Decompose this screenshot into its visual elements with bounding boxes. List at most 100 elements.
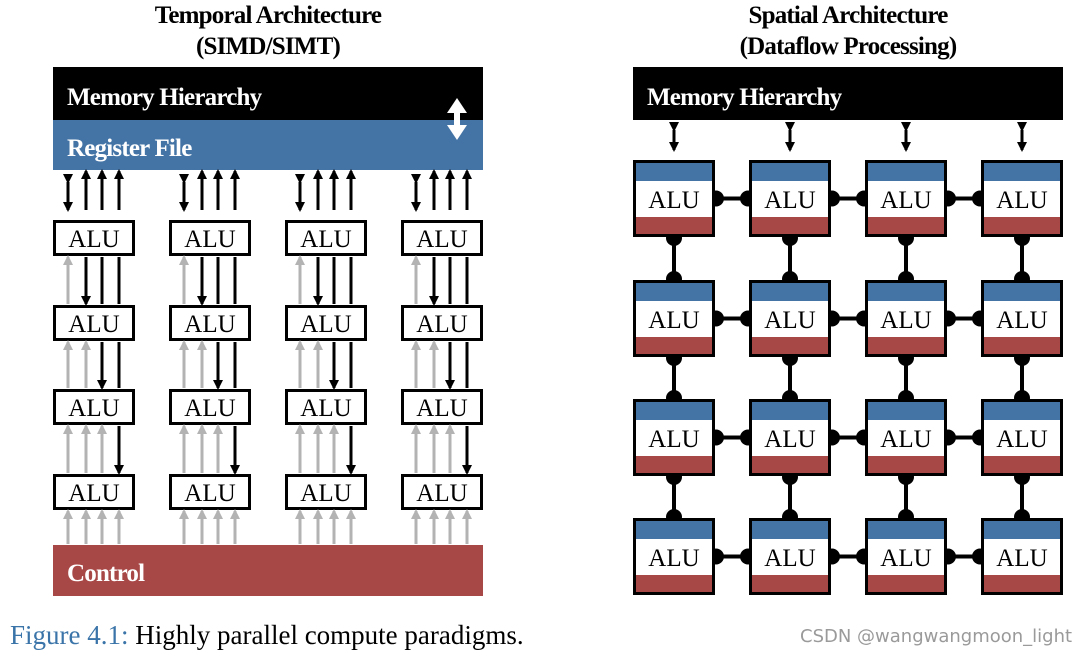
alu-label: ALU	[764, 545, 815, 572]
alu-label: ALU	[184, 311, 235, 338]
alu-label: ALU	[416, 311, 467, 338]
alu-label: ALU	[648, 307, 699, 334]
alu-label: ALU	[300, 311, 351, 338]
spatial-pe: ALU	[865, 518, 947, 595]
memory-register-transfer-arrow	[447, 98, 467, 140]
temporal-title-line1: Temporal Architecture	[154, 2, 382, 29]
spatial-memory-hierarchy-label: Memory Hierarchy	[647, 84, 843, 111]
alu-label: ALU	[764, 426, 815, 453]
temporal-alu: ALU	[285, 305, 367, 341]
spatial-pe-array: ALU ALU ALU ALU ALU ALU ALU ALU ALU ALU ALU ALU ALU A…	[633, 122, 1063, 595]
pe-horizontal-link	[940, 190, 988, 207]
pe-horizontal-link	[940, 310, 988, 327]
alu-label: ALU	[880, 426, 931, 453]
register-file-bar	[53, 120, 483, 170]
pe-vertical-link	[1014, 469, 1030, 525]
temporal-alu: ALU	[401, 474, 483, 510]
temporal-title-line2: (SIMD/SIMT)	[196, 33, 341, 60]
figure-caption: Figure 4.1: Highly parallel compute para…	[10, 620, 524, 651]
figure-label: Figure 4.1:	[10, 620, 129, 650]
pe-vertical-link	[782, 230, 798, 287]
temporal-alu: ALU	[401, 389, 483, 425]
alu-label: ALU	[996, 426, 1047, 453]
spatial-memory-hierarchy-bar	[633, 67, 1063, 120]
temporal-alu: ALU	[401, 305, 483, 341]
pe-horizontal-link	[824, 548, 872, 565]
pe-vertical-link	[1014, 230, 1030, 287]
pe-vertical-link	[666, 350, 682, 406]
temporal-alu: ALU	[53, 220, 135, 256]
alu-label: ALU	[880, 187, 931, 214]
temporal-alu: ALU	[285, 474, 367, 510]
pe-vertical-link	[666, 230, 682, 287]
pe-vertical-link	[782, 469, 798, 525]
alu-label: ALU	[300, 395, 351, 422]
temporal-alu: ALU	[53, 305, 135, 341]
pe-horizontal-link	[824, 429, 872, 446]
temporal-title: Temporal Architecture (SIMD/SIMT)	[53, 0, 483, 62]
spatial-pe: ALU	[749, 399, 831, 476]
alu-label: ALU	[184, 226, 235, 253]
temporal-column: ALU ALU ALU ALU	[53, 169, 135, 544]
temporal-alu: ALU	[169, 305, 251, 341]
alu-label: ALU	[68, 480, 119, 507]
spatial-title-line1: Spatial Architecture	[748, 2, 948, 29]
alu-label: ALU	[996, 545, 1047, 572]
alu-label: ALU	[68, 395, 119, 422]
alu-label: ALU	[764, 187, 815, 214]
pe-horizontal-link	[940, 429, 988, 446]
alu-label: ALU	[996, 307, 1047, 334]
alu-label: ALU	[68, 311, 119, 338]
register-file-label: Register File	[67, 135, 192, 162]
spatial-title-line2: (Dataflow Processing)	[739, 33, 958, 60]
alu-label: ALU	[764, 307, 815, 334]
alu-label: ALU	[68, 226, 119, 253]
control-bar	[53, 545, 483, 596]
pe-horizontal-link	[708, 190, 756, 207]
figure-caption-text: Highly parallel compute paradigms.	[128, 620, 524, 650]
temporal-column: ALU ALU ALU ALU	[401, 169, 483, 544]
temporal-alu: ALU	[169, 474, 251, 510]
alu-label: ALU	[996, 187, 1047, 214]
alu-label: ALU	[300, 226, 351, 253]
alu-label: ALU	[184, 480, 235, 507]
alu-label: ALU	[184, 395, 235, 422]
pe-horizontal-link	[824, 190, 872, 207]
spatial-pe: ALU	[633, 280, 715, 357]
temporal-alu: ALU	[169, 220, 251, 256]
alu-label: ALU	[880, 545, 931, 572]
temporal-memory-hierarchy-bar	[53, 67, 483, 120]
pe-vertical-link	[666, 469, 682, 525]
spatial-pe: ALU	[749, 280, 831, 357]
spatial-pe: ALU	[749, 160, 831, 237]
pe-horizontal-link	[824, 310, 872, 327]
temporal-memory-hierarchy-label: Memory Hierarchy	[67, 84, 263, 111]
spatial-pe: ALU	[749, 518, 831, 595]
spatial-pe: ALU	[865, 160, 947, 237]
pe-vertical-link	[898, 469, 914, 525]
alu-label: ALU	[648, 187, 699, 214]
control-label: Control	[67, 560, 145, 587]
watermark: CSDN @wangwangmoon_light	[800, 626, 1073, 647]
alu-label: ALU	[648, 426, 699, 453]
alu-label: ALU	[416, 480, 467, 507]
pe-vertical-link	[898, 350, 914, 406]
alu-label: ALU	[416, 226, 467, 253]
temporal-alu: ALU	[53, 389, 135, 425]
spatial-pe: ALU	[981, 518, 1063, 595]
temporal-column: ALU ALU ALU ALU	[169, 169, 251, 544]
alu-label: ALU	[648, 545, 699, 572]
spatial-pe: ALU	[633, 518, 715, 595]
temporal-alu: ALU	[285, 389, 367, 425]
temporal-column: ALU ALU ALU ALU	[285, 169, 367, 544]
spatial-pe: ALU	[981, 399, 1063, 476]
temporal-alu: ALU	[285, 220, 367, 256]
spatial-pe: ALU	[865, 280, 947, 357]
spatial-pe: ALU	[865, 399, 947, 476]
alu-label: ALU	[416, 395, 467, 422]
temporal-alu: ALU	[53, 474, 135, 510]
pe-vertical-link	[782, 350, 798, 406]
pe-vertical-link	[898, 230, 914, 287]
pe-vertical-link	[1014, 350, 1030, 406]
